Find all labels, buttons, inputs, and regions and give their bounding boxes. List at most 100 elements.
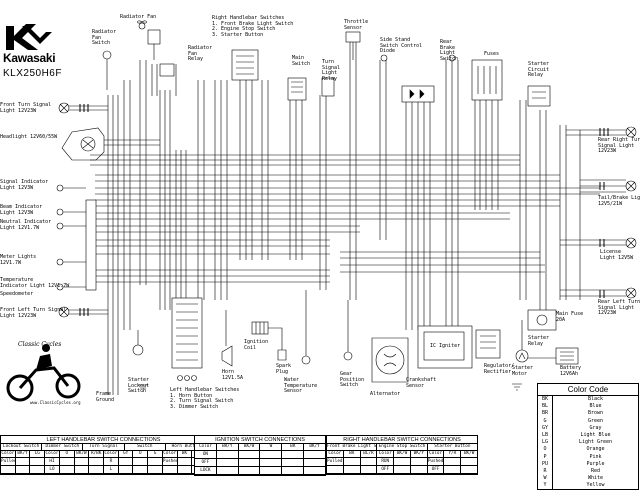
color-code-abbr: R xyxy=(538,467,553,476)
wiring-diagram xyxy=(6,20,637,395)
label-battery: Battery 12V6Ah xyxy=(560,365,582,377)
table-column-header: BK/W xyxy=(75,451,90,457)
label-tail-brake: Tail/Brake Light 12V5/21W xyxy=(598,195,640,207)
left-handlebar-table-title: LEFT HANDLEBAR SWITCH CONNECTIONS xyxy=(1,436,206,444)
alternator-icon xyxy=(371,337,409,383)
table-cell: R xyxy=(104,458,119,465)
label-main-switch: Main Switch xyxy=(292,55,311,67)
water-temp-sensor-icon xyxy=(301,290,311,365)
table-cell: Pulled In xyxy=(1,458,16,465)
table-cell xyxy=(89,466,105,473)
table-cell: OFF xyxy=(195,459,217,466)
label-radiator-fan: Radiator Fan xyxy=(120,14,157,20)
label-license-light: License Light 12V5W xyxy=(600,249,634,261)
label-meter-lights: Meter Lights 12V1.7W xyxy=(0,254,37,266)
table-cell xyxy=(461,458,477,465)
table-cell xyxy=(178,466,193,473)
table-column-header: BK/Y xyxy=(411,451,428,457)
table-column-header: BK/W xyxy=(463,451,475,456)
table-cell: OFF xyxy=(428,466,445,473)
table-cell xyxy=(239,467,261,474)
label-frame-ground: Frame Ground xyxy=(96,391,115,403)
label-water-temp-sensor: Water Temperature Sensor xyxy=(284,377,318,394)
table-column-header: Color xyxy=(104,451,119,457)
table-column-header: BR xyxy=(282,444,305,450)
table-cell xyxy=(148,466,163,473)
table-column-header: O xyxy=(133,451,149,457)
label-horn: Horn 12V1.5A xyxy=(222,369,244,381)
color-code-abbr: P xyxy=(538,453,553,461)
radiator-fan-icon xyxy=(102,20,177,96)
table-column-header: Color xyxy=(1,451,16,457)
table-column-header: BL/R xyxy=(361,451,378,457)
table-cell xyxy=(282,467,305,474)
table-cell: LOCK xyxy=(195,467,217,474)
table-cell xyxy=(304,451,325,458)
label-main-fuse: Main Fuse 20A xyxy=(556,311,584,323)
table-cell xyxy=(75,458,90,465)
color-code-title: Color Code xyxy=(538,384,638,396)
table-cell xyxy=(444,466,462,473)
gear-position-switch-icon xyxy=(343,300,353,361)
headlight-icon xyxy=(61,127,105,161)
table-cell xyxy=(217,459,239,466)
ignition-coil-icon xyxy=(251,321,287,361)
table-group-header: Turn Signal xyxy=(83,444,125,450)
table-column-header: Color xyxy=(45,451,60,457)
table-cell xyxy=(361,466,378,473)
table-row: Pulled InHIRPushed xyxy=(1,458,206,466)
color-code-name: Black xyxy=(587,396,604,402)
ignition-table-title: IGNITION SWITCH CONNECTIONS xyxy=(195,436,325,444)
table-cell xyxy=(260,459,283,466)
table-column-header: W xyxy=(260,444,283,450)
label-crankshaft-sensor: Crankshaft Sensor xyxy=(406,377,437,389)
table-cell xyxy=(304,459,325,466)
starter-lockout-icon xyxy=(132,330,144,356)
starter-circuit-relay-icon xyxy=(527,85,551,107)
label-side-stand-diode: Side Stand Switch Control Diode xyxy=(380,37,423,54)
table-cell xyxy=(344,466,361,473)
connector-hashes xyxy=(79,104,609,316)
ground-symbols xyxy=(138,383,522,392)
table-cell: LO xyxy=(45,466,60,473)
left-handlebar-table: LEFT HANDLEBAR SWITCH CONNECTIONS Lockou… xyxy=(0,435,207,475)
battery-icon xyxy=(521,309,579,365)
table-cell xyxy=(461,466,477,473)
label-neutral-indicator: Neutral Indicator Light 12V1.7W xyxy=(0,219,52,231)
table-column-header: Color xyxy=(327,451,344,457)
table-column-header: BK/W xyxy=(394,451,411,457)
table-row: LO L xyxy=(1,466,206,474)
table-column-header: BK xyxy=(178,451,193,457)
table-cell xyxy=(217,451,239,458)
label-regulator: Regulator/ Rectifier xyxy=(484,363,515,375)
label-starter-relay: Starter Relay xyxy=(528,335,550,347)
table-cell: RUN xyxy=(377,458,395,465)
ic-igniter-icon xyxy=(417,325,473,369)
watermark-url: www.ClassicCycles.org xyxy=(30,400,81,405)
color-code-name: Pink xyxy=(589,453,602,460)
color-code-abbr: LG xyxy=(538,439,553,447)
table-cell xyxy=(344,458,361,465)
color-code-abbr: LB xyxy=(538,431,553,440)
table-cell xyxy=(282,451,305,458)
table-cell xyxy=(361,458,378,465)
table-cell: Pulled In xyxy=(327,458,344,465)
table-cell: L xyxy=(104,466,119,473)
turn-signal-relay-icon xyxy=(321,77,335,97)
table-column-header: Color xyxy=(428,451,445,457)
label-alternator: Alternator xyxy=(370,391,401,397)
label-left-handlebar-switches: Left Handlebar Switches 1. Horn Button 2… xyxy=(170,387,240,410)
table-column-header: BK/W xyxy=(239,444,261,450)
table-cell xyxy=(1,466,16,473)
table-group-header: Lockout Switch xyxy=(1,444,43,450)
color-code-name: Light Blue xyxy=(580,431,611,438)
throttle-sensor-icon xyxy=(345,31,388,62)
table-group-header: Starter Button xyxy=(434,444,471,449)
table-row: Pulled InRUNPushed xyxy=(327,458,477,466)
table-group-header: Dimmer Switch xyxy=(42,444,84,450)
label-radiator-fan-switch: Radiator Fan Switch xyxy=(92,29,117,46)
